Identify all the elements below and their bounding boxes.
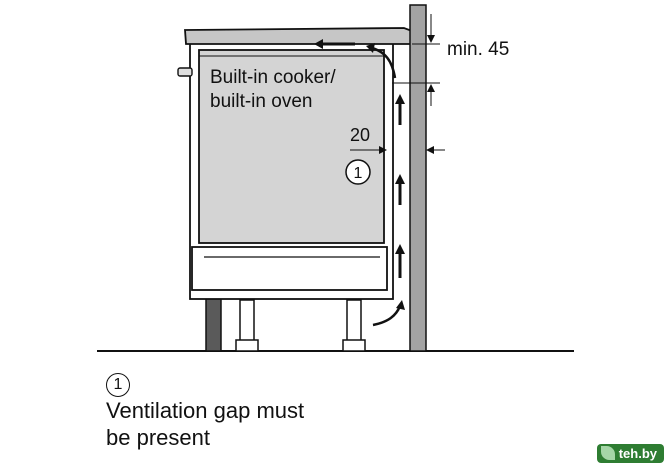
- airflow-arrow-up-3: [395, 244, 405, 278]
- airflow-arrow-bottom-curve: [372, 300, 405, 327]
- built-in-oven: [198, 49, 385, 244]
- wall: [409, 4, 427, 352]
- side-gap-arrow-left: [426, 146, 434, 154]
- oven-label-line2: built-in oven: [210, 91, 312, 112]
- watermark-brand: teh.by: [618, 445, 657, 461]
- dimension-arrow-down: [427, 35, 435, 43]
- leg-left: [239, 299, 255, 342]
- legend-marker: 1: [106, 373, 130, 397]
- leg-left-foot: [235, 339, 259, 352]
- airflow-arrow-top-left: [314, 39, 355, 49]
- drawer: [191, 246, 388, 291]
- legend-text-line1: Ventilation gap must: [106, 398, 305, 423]
- watermark: teh.by: [596, 443, 664, 466]
- watermark-badge: teh.by: [596, 443, 664, 463]
- leg-right: [346, 299, 362, 342]
- cabinet-side-panel: [205, 297, 222, 352]
- ventilation-marker-number: 1: [354, 165, 363, 182]
- ventilation-marker-circle: [345, 159, 371, 185]
- min-gap-label: min. 45: [447, 39, 509, 60]
- leaf-icon: [600, 446, 615, 460]
- dimension-arrow-up: [427, 84, 435, 92]
- side-gap-label: 20: [350, 125, 370, 145]
- oven-label-line1: Built-in cooker/: [210, 67, 336, 88]
- airflow-arrow-top-curve: [366, 43, 397, 79]
- airflow-arrow-up-2: [395, 174, 405, 205]
- side-gap-arrow-right: [379, 146, 387, 154]
- airflow-arrow-up-1: [395, 94, 405, 125]
- leg-right-foot: [342, 339, 366, 352]
- cabinet-knob: [177, 67, 193, 77]
- legend-text-line2: be present: [106, 425, 210, 450]
- legend-row-marker: 1: [106, 368, 304, 397]
- worktop: [184, 27, 413, 45]
- legend: 1 Ventilation gap must be present: [106, 368, 304, 451]
